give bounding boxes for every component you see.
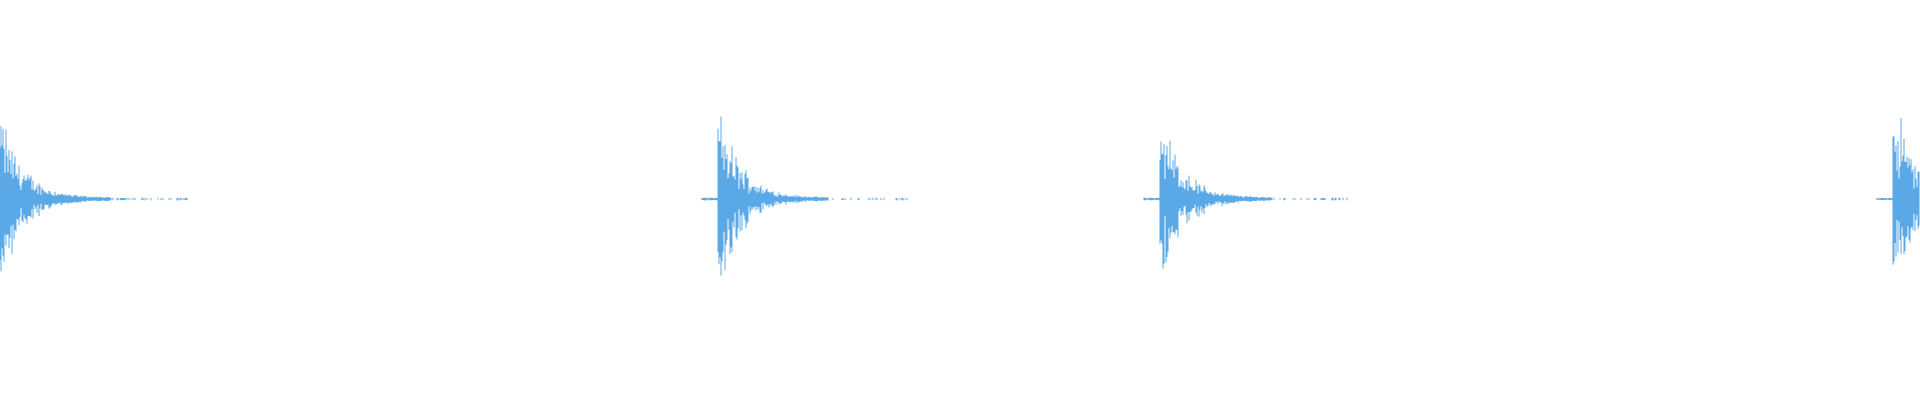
- transient-2: [701, 116, 908, 276]
- transient-1: [0, 126, 188, 272]
- waveform-bursts: [0, 116, 1920, 276]
- transient-3: [1143, 140, 1348, 269]
- transient-4: [1876, 118, 1920, 265]
